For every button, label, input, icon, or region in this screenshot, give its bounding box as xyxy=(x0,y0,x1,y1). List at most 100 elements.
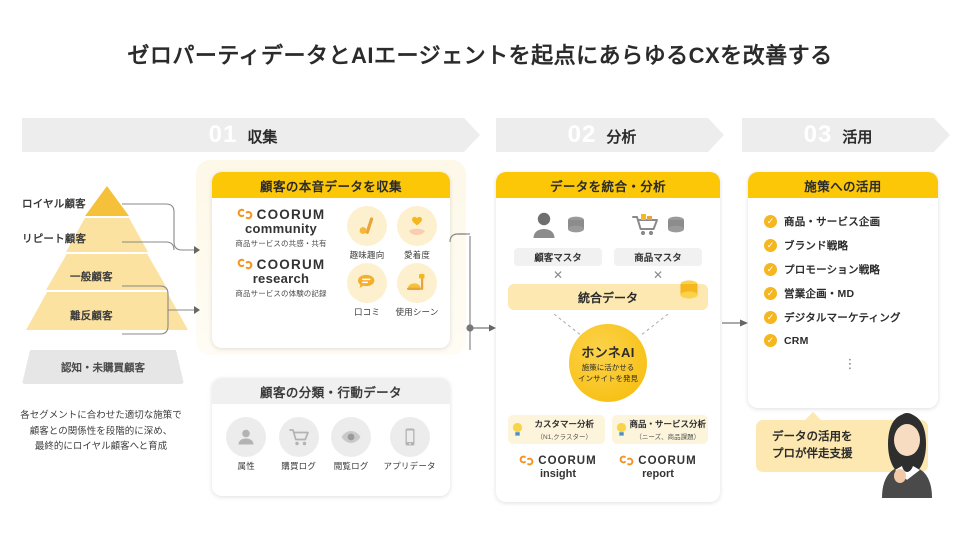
behavior-app-data: アプリデータ xyxy=(384,417,436,472)
eye-icon xyxy=(331,417,372,457)
pyramid-bracket-connectors xyxy=(122,203,200,335)
stage-label: 活用 xyxy=(842,129,873,146)
check-icon: ✓ xyxy=(764,334,777,347)
card-heading: 顧客の分類・行動データ xyxy=(212,378,450,404)
brand-desc: 商品サービスの体験の記録 xyxy=(235,289,327,298)
utilize-item-label: デジタルマーケティング xyxy=(784,312,901,324)
analyze-card: データを統合・分析 顧客マスタ xyxy=(496,172,720,502)
coorum-logo-icon xyxy=(237,206,253,222)
stage-label: 分析 xyxy=(606,129,637,146)
utilize-item: ✓ CRM xyxy=(764,334,938,347)
bulb-icon xyxy=(512,422,523,438)
data-type-attachment: 愛着度 xyxy=(394,206,440,261)
operator-multiply: ✕ xyxy=(552,268,564,282)
icon-caption: 購買ログ xyxy=(281,461,317,471)
utilize-item-label: CRM xyxy=(784,334,809,347)
check-icon: ✓ xyxy=(764,287,777,300)
icon-caption: 閲覧ログ xyxy=(333,461,369,471)
icon-caption: 趣味趣向 xyxy=(349,250,385,260)
coorum-logo-icon xyxy=(619,453,634,468)
check-icon: ✓ xyxy=(764,263,777,276)
utilize-item: ✓ デジタルマーケティング xyxy=(764,310,938,325)
utilize-item: ✓ 営業企画・MD xyxy=(764,286,938,301)
heart-hand-icon xyxy=(397,206,437,246)
analysis-tag-customer: カスタマー分析 （N1,クラスター） xyxy=(508,415,605,444)
page-title: ゼロパーティデータとAIエージェントを起点にあらゆるCXを改善する xyxy=(127,43,833,68)
stage-number: 01 xyxy=(208,121,238,148)
database-icon xyxy=(678,278,700,306)
more-items-ellipsis: ⋮ xyxy=(843,356,859,371)
tag-title: 商品・サービス分析 xyxy=(629,419,707,429)
utilize-card: 施策への活用 ✓ 商品・サービス企画 ✓ ブランド戦略 ✓ プロモーション戦略 … xyxy=(748,172,938,408)
callout-line2: プロが伴走支援 xyxy=(772,448,853,460)
data-type-review: 口コミ xyxy=(344,263,390,318)
ai-subtitle: 施策に活かせる インサイトを発見 xyxy=(578,363,638,383)
stage-number: 02 xyxy=(567,121,597,148)
icon-caption: 愛着度 xyxy=(403,250,431,260)
stage-number: 03 xyxy=(803,121,833,148)
utilize-item-label: 営業企画・MD xyxy=(784,288,855,300)
utilize-item: ✓ ブランド戦略 xyxy=(764,238,938,253)
logo-sub: report xyxy=(642,468,674,480)
person-icon xyxy=(226,417,267,457)
merged-data-bar: 統合データ xyxy=(508,280,708,310)
ai-subtitle-line2: インサイトを発見 xyxy=(578,373,638,383)
smartphone-icon xyxy=(389,417,430,457)
stage-label: 収集 xyxy=(247,129,278,146)
master-label: 顧客マスタ xyxy=(514,248,602,266)
stage-header-02: 02 分析 xyxy=(496,118,724,152)
review-bubble-icon xyxy=(347,263,387,303)
master-customer: 顧客マスタ xyxy=(514,206,602,266)
brand-desc: 商品サービスの共感・共有 xyxy=(235,239,327,248)
brand-word: COORUM xyxy=(256,206,326,222)
brand-coorum-research: COORUM research 商品サービスの体験の記録 xyxy=(222,256,340,299)
logo-word: COORUM xyxy=(638,454,697,467)
stage-header-03: 03 活用 xyxy=(742,118,950,152)
consultant-person-illustration xyxy=(882,413,932,498)
logo-coorum-report: COORUM report xyxy=(608,453,708,480)
ai-subtitle-line1: 施策に活かせる xyxy=(581,363,635,373)
merged-data-label: 統合データ xyxy=(577,290,638,305)
tag-subtitle: （ニーズ、商品課題） xyxy=(635,434,701,441)
pyramid-tier-general xyxy=(46,254,168,290)
data-type-hobby: 趣味趣向 xyxy=(344,206,390,261)
master-product: 商品マスタ xyxy=(614,206,702,266)
logo-coorum-insight: COORUM insight xyxy=(508,453,608,480)
coorum-logo-icon xyxy=(519,453,534,468)
coorum-logo-icon xyxy=(237,256,253,272)
icon-caption: アプリデータ xyxy=(383,461,436,471)
behavior-view-log: 閲覧ログ xyxy=(331,417,372,472)
behavior-data-card: 顧客の分類・行動データ 属性 xyxy=(212,378,450,496)
customer-master-icon xyxy=(514,206,602,248)
connector-collect-to-analyze xyxy=(449,233,496,350)
icon-caption: 属性 xyxy=(237,461,255,471)
data-type-usage-scene: 使用シーン xyxy=(394,263,440,318)
logo-sub: insight xyxy=(539,468,577,480)
tag-title: カスタマー分析 xyxy=(534,419,594,429)
check-icon: ✓ xyxy=(764,239,777,252)
pyramid-label-churn: 離反顧客 xyxy=(70,310,113,322)
utilize-item-label: ブランド戦略 xyxy=(784,240,849,252)
check-icon: ✓ xyxy=(764,215,777,228)
utilize-item: ✓ プロモーション戦略 xyxy=(764,262,938,277)
master-label: 商品マスタ xyxy=(614,248,702,266)
pyramid-label-general: 一般顧客 xyxy=(70,271,113,283)
pyramid-label-repeat: リピート顧客 xyxy=(22,233,87,245)
connector-analyze-to-utilize xyxy=(722,319,748,327)
ai-title: ホンネAI xyxy=(581,345,635,361)
brand-sub: community xyxy=(244,221,318,236)
logo-word: COORUM xyxy=(538,454,597,467)
card-heading: 施策への活用 xyxy=(748,172,938,198)
analysis-tag-product: 商品・サービス分析 （ニーズ、商品課題） xyxy=(611,415,708,444)
utilize-item-label: 商品・サービス企画 xyxy=(784,216,881,228)
usage-scene-icon xyxy=(397,263,437,303)
brand-coorum-community: COORUM community 商品サービスの共感・共有 xyxy=(222,206,340,249)
cart-icon xyxy=(278,417,319,457)
utilize-item: ✓ 商品・サービス企画 xyxy=(764,214,938,229)
callout-text: データの活用を プロが伴走支援 xyxy=(772,429,853,464)
collect-voice-card: 顧客の本音データを収集 COORUM community 商品サービス xyxy=(212,172,450,348)
brand-word: COORUM xyxy=(256,256,326,272)
operator-multiply: ✕ xyxy=(652,268,664,282)
behavior-purchase-log: 購買ログ xyxy=(278,417,319,472)
